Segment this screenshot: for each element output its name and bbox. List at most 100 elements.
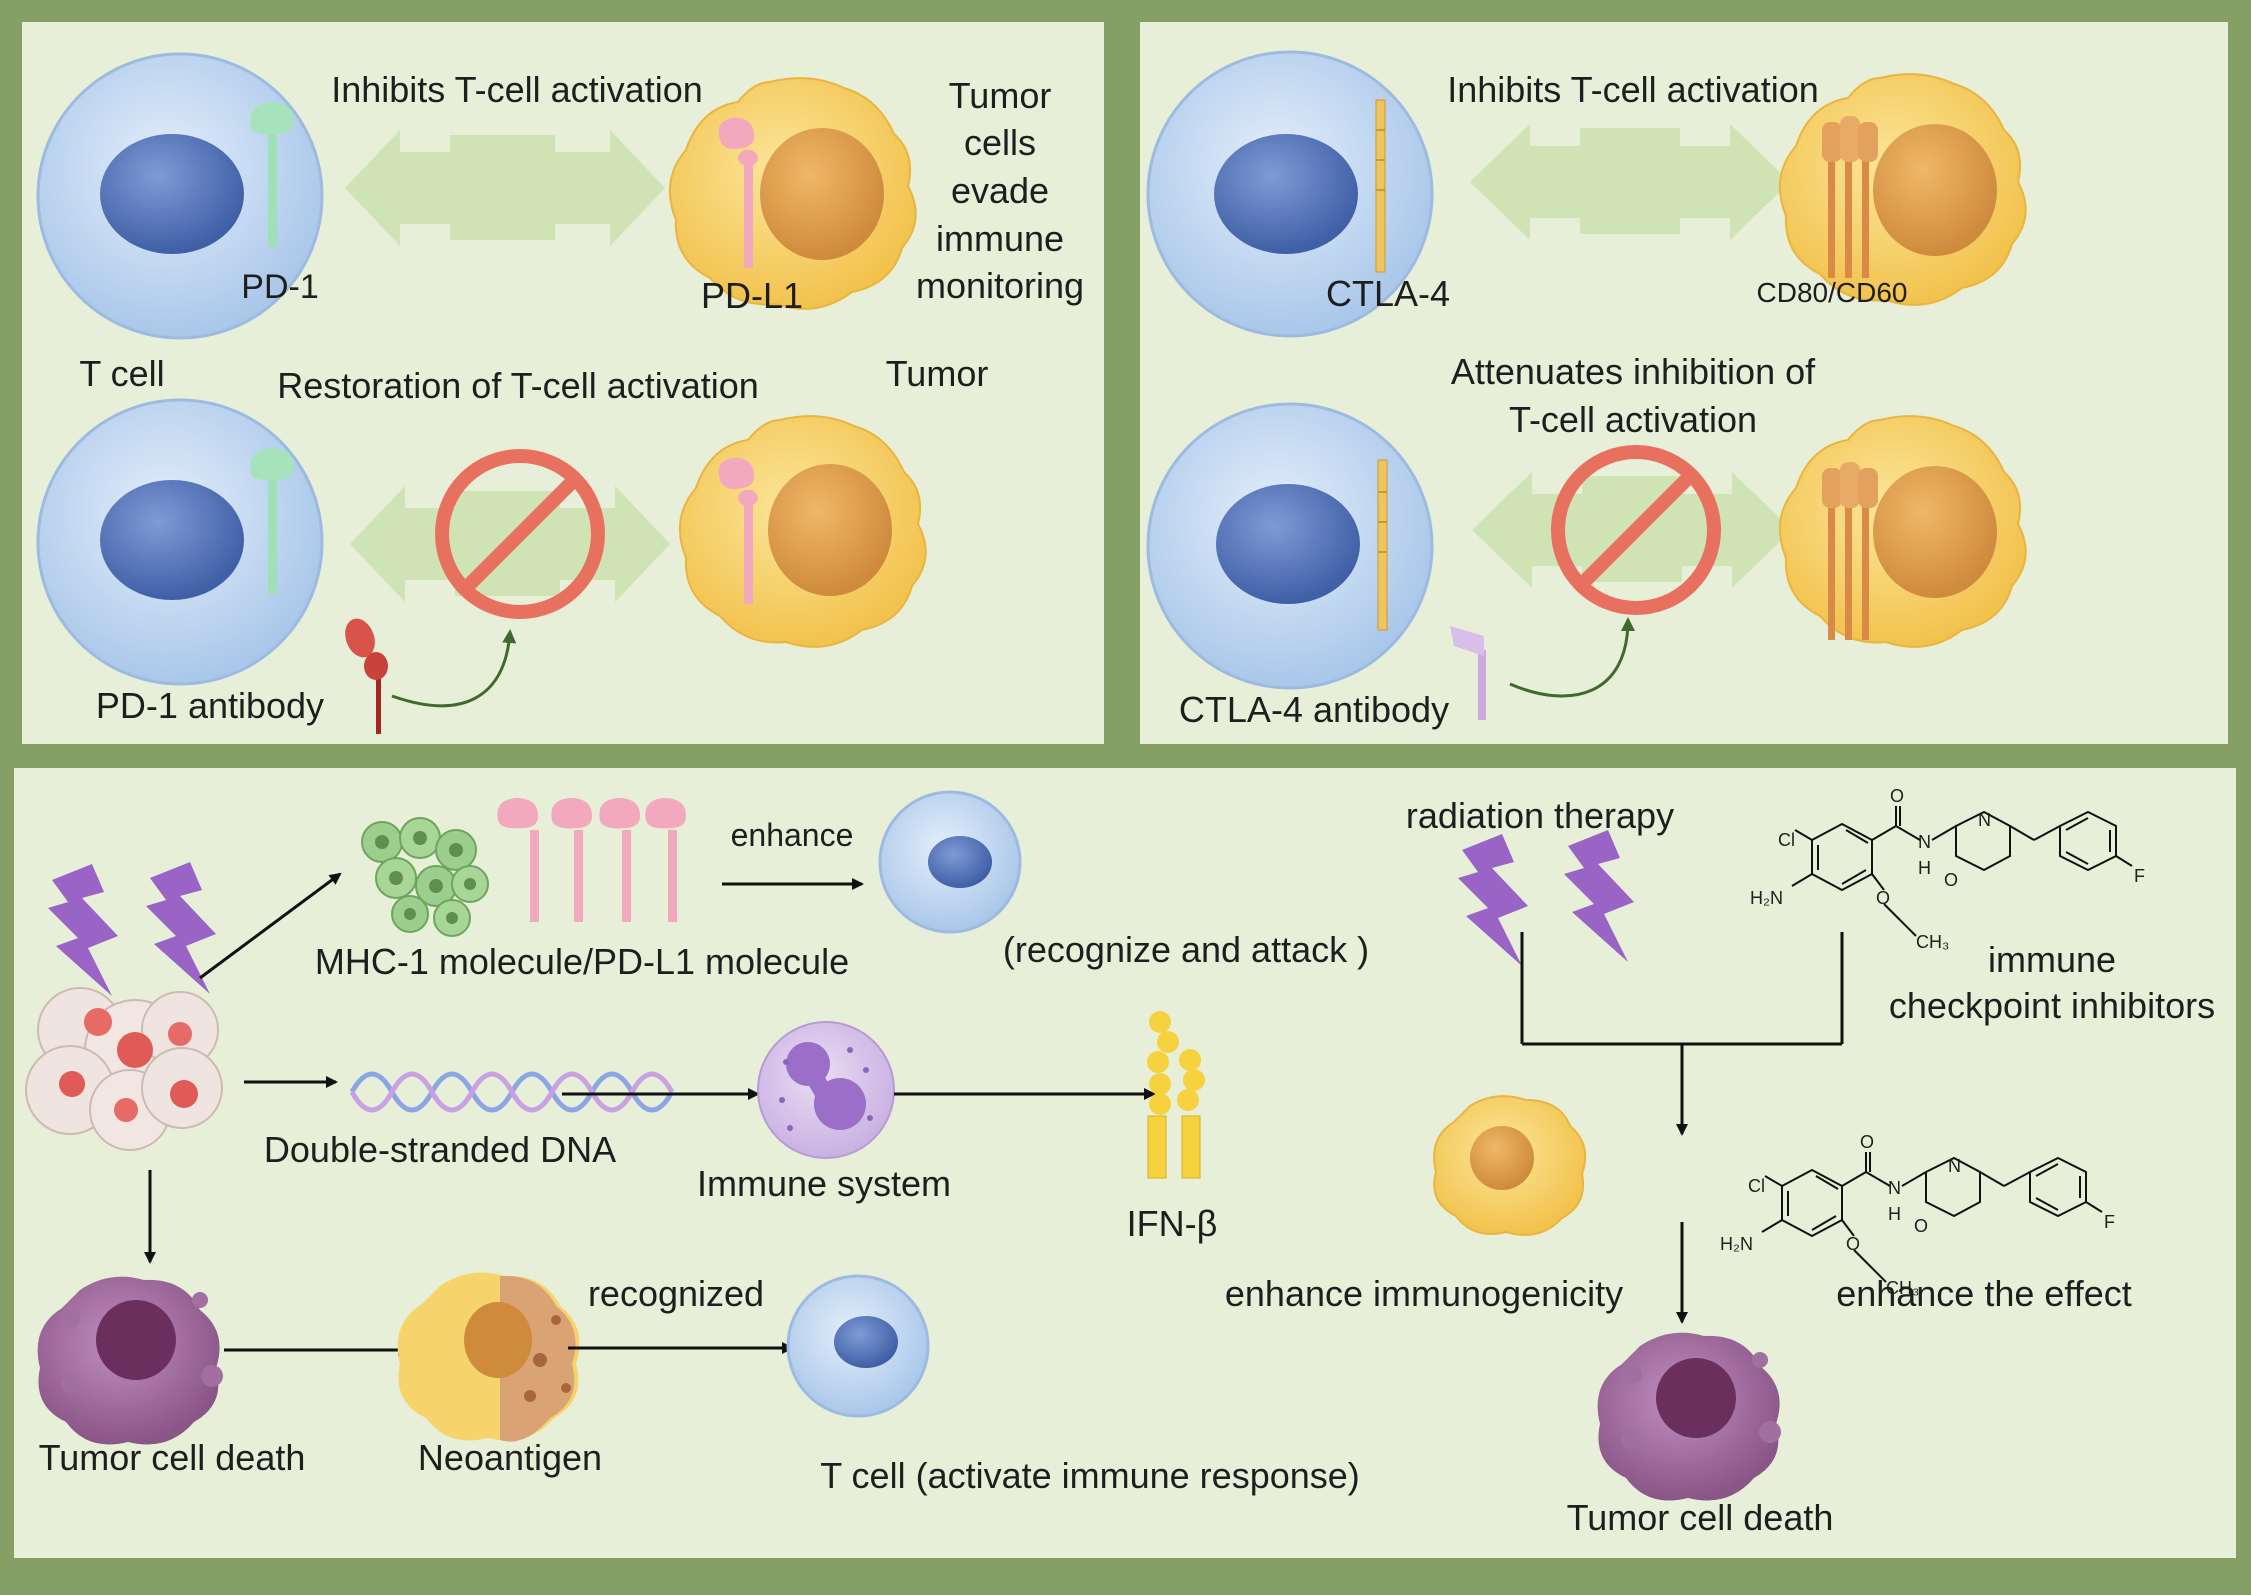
neoantigen-label: Neoantigen [418, 1437, 602, 1478]
ctla4-top-row: Inhibits T-cell activation CTLA-4 CD80/C… [1146, 50, 2027, 338]
ctla4-antibody-icon [1450, 626, 1486, 720]
curved-arrow [1509, 617, 1635, 698]
svg-text:H₂N: H₂N [1750, 888, 1783, 908]
enhance-effect-label: enhance the effect [1836, 1273, 2132, 1314]
chemical-structure-icon [1791, 806, 2133, 937]
cd80-ligand-icon [1822, 116, 1878, 278]
radiation-label: radiation therapy [1406, 795, 1674, 836]
tumor-cell-small-icon [1433, 1095, 1586, 1236]
chemical-structure-icon [1761, 1152, 2103, 1283]
cd80-label: CD80/CD60 [1757, 277, 1908, 308]
arrow-top-label: Inhibits T-cell activation [331, 69, 703, 110]
lightning-left [48, 862, 216, 996]
svg-text:CH₃: CH₃ [1916, 932, 1949, 952]
antibody-label: PD-1 antibody [96, 685, 324, 726]
svg-text:O: O [1846, 1234, 1860, 1254]
svg-text:F: F [2104, 1212, 2115, 1232]
t-cell-small-icon [878, 790, 1022, 934]
enhance-label: enhance [731, 817, 854, 853]
arrow-bottom-label: Restoration of T-cell activation [277, 365, 759, 406]
cd80-ligand-icon [1822, 462, 1878, 640]
ici-label-1: immune [1988, 939, 2116, 980]
svg-text:N: N [1918, 832, 1931, 852]
svg-text:immune: immune [936, 218, 1064, 259]
svg-text:H: H [1918, 858, 1931, 878]
dna-label: Double-stranded DNA [264, 1129, 616, 1170]
lightning-icon [146, 862, 216, 994]
ctla4-label: CTLA-4 [1326, 273, 1450, 314]
double-arrow [1470, 124, 1790, 240]
pd1-top-row: Inhibits T-cell activation PD-1 PD-L1 Tu… [36, 52, 1084, 394]
dna-icon [349, 1071, 675, 1113]
t-cell-nucleus [1216, 484, 1360, 604]
recognize-label: (recognize and attack ) [1003, 929, 1369, 970]
t-cell-small-icon [786, 1274, 930, 1418]
svg-text:O: O [1914, 1216, 1928, 1236]
svg-text:N: N [1978, 810, 1991, 830]
dead-tumor-cell-icon [1597, 1332, 1781, 1501]
tumor-label: Tumor [886, 353, 989, 394]
ctla4-receptor-icon [1377, 459, 1388, 631]
pd1-antibody-icon [345, 618, 388, 734]
arrow-bottom-label-1: Attenuates inhibition of [1451, 351, 1816, 392]
chemical-labels: Cl H₂N O N H N O F O CH₃ [1750, 786, 2145, 952]
ban-icon [435, 449, 605, 619]
ifn-label: IFN-β [1127, 1203, 1218, 1244]
t-cell-nucleus [100, 134, 244, 254]
svg-text:Cl: Cl [1748, 1176, 1765, 1196]
t-cell-nucleus [1214, 134, 1358, 254]
ban-icon [1551, 445, 1721, 615]
lightning-icon [48, 864, 118, 996]
lightning-icon [1458, 834, 1528, 966]
enhance-immunogenicity-label: enhance immunogenicity [1225, 1273, 1623, 1314]
svg-text:Tumor: Tumor [949, 75, 1052, 116]
immune-system-label: Immune system [697, 1163, 951, 1204]
t-cell-label: T cell [79, 353, 164, 394]
tumor-nucleus [1873, 124, 1997, 256]
dead-tumor-cell-icon [37, 1276, 223, 1445]
tumor-cluster-icon [25, 987, 223, 1151]
mhc-cells-icon [361, 817, 489, 937]
pdl1-ligand-icon [718, 117, 758, 268]
ifn-beta-icon [1147, 1011, 1205, 1179]
pdl1-molecules-icon [497, 798, 686, 922]
arrow [199, 872, 342, 980]
pd1-bottom-row: Restoration of T-cell activation PD-1 an… [36, 365, 927, 734]
svg-text:O: O [1944, 870, 1958, 890]
pdl1-label: PD-L1 [701, 275, 803, 316]
ctla4-receptor-icon [1375, 99, 1386, 273]
double-arrow [345, 130, 665, 246]
pd1-label: PD-1 [241, 268, 318, 306]
t-cell-nucleus [100, 480, 244, 600]
ctla4-bottom-row: Attenuates inhibition of T-cell activati… [1146, 351, 2027, 730]
neoantigen-icon [397, 1272, 580, 1442]
svg-text:O: O [1860, 1132, 1874, 1152]
ici-label-2: checkpoint inhibitors [1889, 985, 2215, 1026]
chemical-labels: Cl H₂N O N H N O F O CH₃ [1720, 1132, 2115, 1298]
tumor-nucleus [760, 128, 884, 260]
svg-text:O: O [1890, 786, 1904, 806]
svg-text:F: F [2134, 866, 2145, 886]
pdl1-ligand-icon [718, 457, 758, 604]
tumor-nucleus [1873, 466, 1997, 598]
svg-text:evade: evade [951, 170, 1049, 211]
arrow-top-label: Inhibits T-cell activation [1447, 69, 1819, 110]
svg-text:H: H [1888, 1204, 1901, 1224]
antibody-label: CTLA-4 antibody [1179, 689, 1449, 730]
curved-arrow [391, 629, 517, 708]
lightning-icon [1564, 830, 1634, 962]
recognized-label: recognized [588, 1273, 764, 1314]
svg-text:cells: cells [964, 122, 1036, 163]
tcell-activate-label: T cell (activate immune response) [820, 1455, 1360, 1496]
tumor-death-right-label: Tumor cell death [1567, 1497, 1834, 1538]
svg-text:CH₃: CH₃ [1886, 1278, 1919, 1298]
tumor-nucleus [768, 464, 892, 596]
evade-text: Tumor cells evade immune monitoring [916, 75, 1084, 306]
mhc-label: MHC-1 molecule/PD-L1 molecule [315, 941, 849, 982]
svg-text:monitoring: monitoring [916, 265, 1084, 306]
svg-text:Cl: Cl [1778, 830, 1795, 850]
pd1-receptor-icon [250, 448, 294, 594]
svg-text:N: N [1948, 1156, 1961, 1176]
pd1-receptor-icon [250, 102, 294, 248]
